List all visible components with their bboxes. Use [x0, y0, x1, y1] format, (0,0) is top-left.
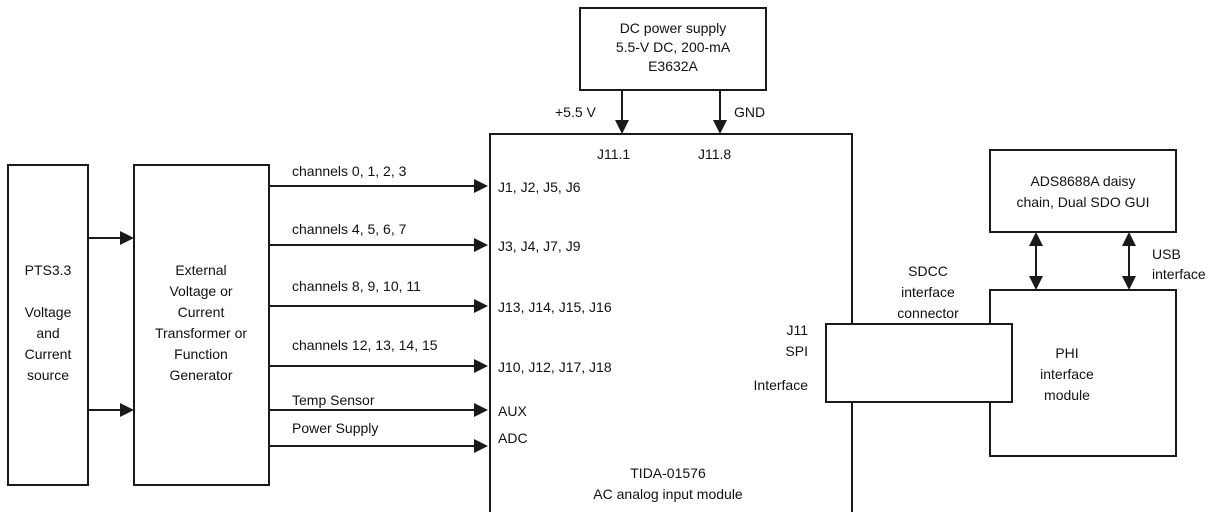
generator-line-1: External [175, 262, 226, 278]
sdcc-connector-block: SDCC interface connector [825, 263, 1013, 403]
pts-source-block: PTS3.3 Voltage and Current source [7, 164, 89, 486]
usb-label-line-2: interface [1152, 266, 1206, 282]
gui-phi-arrowhead-left-up [1029, 232, 1043, 246]
tida-spi-label: SPI [785, 343, 808, 359]
connector-label-j1-j2-j5-j6: J1, J2, J5, J6 [498, 179, 581, 195]
gui-block: ADS8688A daisy chain, Dual SDO GUI [989, 149, 1177, 233]
plus-supply-label: +5.5 V [555, 104, 597, 120]
gui-phi-arrowhead-right-up [1122, 232, 1136, 246]
j11-1-label: J11.1 [597, 146, 630, 162]
signal-arrowhead-power-supply [474, 439, 488, 453]
signal-arrowhead-channels-4-7 [474, 238, 488, 252]
gnd-label: GND [734, 104, 765, 120]
signal-label-power-supply: Power Supply [292, 420, 378, 436]
signal-label-channels-4-7: channels 4, 5, 6, 7 [292, 221, 407, 237]
signal-arrowhead-channels-0-3 [474, 179, 488, 193]
phi-line-2: interface [1040, 366, 1094, 382]
external-generator-block: External Voltage or Current Transformer … [133, 164, 270, 486]
gui-line-1: ADS8688A daisy [1030, 173, 1135, 189]
pts-line-1: PTS3.3 [25, 262, 72, 278]
pts-to-generator-arrowhead-bottom [120, 403, 134, 417]
generator-line-4: Transformer or [155, 325, 247, 341]
signal-label-temp-sensor: Temp Sensor [292, 392, 375, 408]
dc-supply-line-2: 5.5-V DC, 200-mA [616, 39, 731, 55]
j11-8-label: J11.8 [698, 146, 731, 162]
pts-line-2: Voltage [25, 304, 72, 320]
pts-line-5: source [27, 367, 69, 383]
signal-label-channels-12-15: channels 12, 13, 14, 15 [292, 337, 438, 353]
sdcc-line-3: connector [897, 305, 959, 321]
usb-label-line-1: USB [1152, 246, 1181, 262]
phi-line-1: PHI [1055, 345, 1078, 361]
generator-line-5: Function [174, 346, 228, 362]
pts-line-3: and [36, 325, 59, 341]
tida-j11-label: J11 [786, 322, 808, 338]
pts-to-generator-arrowhead-top [120, 231, 134, 245]
signal-label-channels-0-3: channels 0, 1, 2, 3 [292, 163, 407, 179]
tida-interface-label: Interface [754, 377, 809, 393]
signal-arrowhead-temp-sensor [474, 403, 488, 417]
phi-line-3: module [1044, 387, 1090, 403]
connector-label-aux: AUX [498, 403, 527, 419]
gui-phi-arrowhead-right-down [1122, 276, 1136, 290]
generator-line-3: Current [178, 304, 225, 320]
signal-label-channels-8-11: channels 8, 9, 10, 11 [292, 278, 421, 294]
generator-line-2: Voltage or [169, 283, 232, 299]
dc-supply-line-3: E3632A [648, 58, 698, 74]
connector-label-j10-j12-j17-j18: J10, J12, J17, J18 [498, 359, 612, 375]
generator-line-6: Generator [169, 367, 232, 383]
gnd-arrowhead [713, 120, 727, 134]
sdcc-line-1: SDCC [908, 263, 948, 279]
plus-supply-arrowhead [615, 120, 629, 134]
pts-line-4: Current [25, 346, 72, 362]
signal-arrowhead-channels-8-11 [474, 299, 488, 313]
signal-arrowhead-channels-12-15 [474, 359, 488, 373]
gui-line-2: chain, Dual SDO GUI [1016, 194, 1149, 210]
connector-label-adc: ADC [498, 430, 528, 446]
tida-description: AC analog input module [593, 486, 743, 502]
dc-supply-line-1: DC power supply [620, 20, 727, 36]
connector-label-j3-j4-j7-j9: J3, J4, J7, J9 [498, 238, 581, 254]
sdcc-line-2: interface [901, 284, 955, 300]
connector-label-j13-j14-j15-j16: J13, J14, J15, J16 [498, 299, 612, 315]
dc-power-supply-block: DC power supply 5.5-V DC, 200-mA E3632A [579, 7, 767, 91]
tida-name: TIDA-01576 [630, 465, 706, 481]
gui-phi-arrowhead-left-down [1029, 276, 1043, 290]
phi-module-block: PHI interface module [989, 289, 1177, 457]
tida-module-block: J11.1 J11.8 J11 SPI Interface TIDA-01576… [489, 133, 853, 512]
